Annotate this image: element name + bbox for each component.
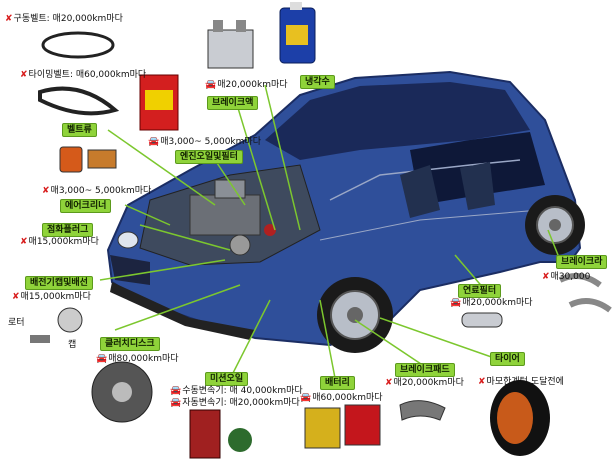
brake-lining-image — [558, 273, 612, 313]
rotor-cap-image — [30, 307, 83, 343]
car-icon — [106, 70, 582, 347]
coolant-label: 냉각수 — [300, 75, 335, 89]
oil-interval: 🚘매3,000~ 5,000km마다 — [148, 137, 261, 147]
battery-interval: 🚘매60,000km마다 — [300, 393, 383, 403]
spark-plug-interval: ✘매15,000km마다 — [20, 237, 99, 247]
car-icon: 🚘 — [96, 354, 108, 364]
drive-belt-image — [41, 31, 115, 59]
x-mark-icon: ✘ — [478, 377, 486, 387]
clutch-interval: 🚘매80,000km마다 — [96, 354, 179, 364]
engine-oil-filter-label: 엔진오일및필터 — [175, 150, 243, 164]
brake-lining-interval: ✘매30,000 — [542, 272, 591, 282]
battery-label: 배터리 — [320, 376, 355, 390]
leader-lines — [99, 84, 561, 379]
brake-pad-image — [399, 400, 446, 421]
x-mark-icon: ✘ — [20, 237, 28, 247]
x-mark-icon: ✘ — [12, 292, 20, 302]
tire-label: 타이어 — [490, 352, 525, 366]
drive-belt-interval: ✘구동벨트: 매20,000km마다 — [5, 14, 123, 24]
car-icon: 🚘 — [205, 80, 217, 90]
car-icon: 🚘 — [300, 393, 312, 403]
front-wheel — [317, 277, 393, 353]
x-mark-icon: ✘ — [5, 14, 13, 24]
clutch-label: 클러치디스크 — [100, 337, 160, 351]
brake-lining-label: 브레이크라 — [556, 255, 608, 269]
tire-image — [490, 380, 550, 456]
belt-label: 벨트류 — [62, 123, 97, 137]
cap-label: 캡 — [68, 340, 77, 350]
battery-image — [304, 404, 381, 449]
air-cleaner-label: 에어크리너 — [60, 199, 112, 213]
brake-pad-interval: ✘매20,000km마다 — [385, 378, 464, 388]
coolant-interval: 🚘매20,000km마다 — [205, 80, 288, 90]
fuel-filter-interval: 🚘매20,000km마다 — [450, 298, 533, 308]
oil-filter-image — [59, 146, 117, 173]
coolant-jug-image — [279, 2, 316, 64]
timing-belt-image — [38, 86, 120, 116]
engine-oil-can-image — [139, 74, 179, 131]
x-mark-icon: ✘ — [385, 378, 393, 388]
car-icon: 🚘 — [170, 386, 182, 396]
brake-fluid-unit-image — [207, 20, 254, 69]
clutch-disc-image — [91, 361, 153, 423]
auto-trans-interval: 🚘자동변속기: 매20,000km마다 — [170, 398, 300, 408]
rear-wheel — [525, 195, 585, 255]
spark-plug-label: 점화플러그 — [42, 223, 94, 237]
manual-trans-interval: 🚘수동변속기: 매 40,000km마다 — [170, 386, 303, 396]
x-mark-icon: ✘ — [20, 70, 28, 80]
brake-fluid-label: 브레이크액 — [207, 96, 259, 110]
x-mark-icon: ✘ — [42, 186, 50, 196]
car-icon: 🚘 — [148, 137, 160, 147]
brake-pad-label: 브레이크패드 — [395, 363, 455, 377]
fuel-filter-label: 연료필터 — [458, 284, 502, 298]
trans-oil-label: 미션오일 — [205, 372, 249, 386]
timing-belt-interval: ✘타이밍벨트: 매60,000km마다 — [20, 70, 147, 80]
x-mark-icon: ✘ — [542, 272, 550, 282]
distributor-label: 배전기캡및배선 — [25, 276, 93, 290]
car-icon: 🚘 — [170, 398, 182, 408]
air-cleaner-interval: ✘매3,000~ 5,000km마다 — [42, 186, 152, 196]
distributor-interval: ✘매15,000km마다 — [12, 292, 91, 302]
car-icon: 🚘 — [450, 298, 462, 308]
rotor-label: 로터 — [8, 318, 25, 328]
tire-interval: ✘마모한계턱 도달전에 — [478, 377, 564, 387]
fuel-filter-image — [461, 312, 503, 328]
trans-oil-machine-image — [189, 409, 252, 459]
